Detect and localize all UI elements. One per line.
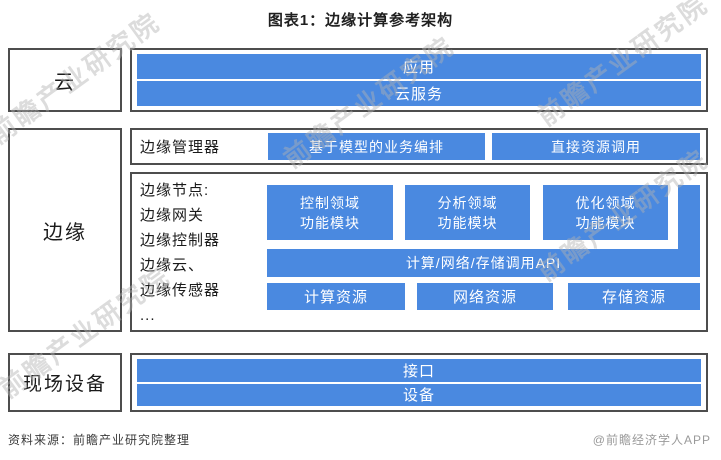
optimization-domain-module: 优化领域 功能模块 xyxy=(543,185,668,240)
credit-note: @前瞻经济学人APP xyxy=(592,433,711,447)
source-note: 资料来源：前瞻产业研究院整理 xyxy=(8,433,191,447)
module-line: 功能模块 xyxy=(300,214,360,231)
cloud-service-bar: 云服务 xyxy=(137,81,701,106)
storage-resource-box: 存储资源 xyxy=(568,283,700,310)
interface-bar: 接口 xyxy=(137,359,701,382)
field-device-content-box: 接口 设备 xyxy=(130,353,708,412)
edge-node-line: 边缘云、 xyxy=(140,257,205,274)
cloud-content-box: 应用 云服务 xyxy=(130,48,708,112)
edge-node-description: 边缘节点: 边缘网关 边缘控制器 边缘云、 边缘传感器 ... xyxy=(140,178,220,328)
edge-label-box: 边缘 xyxy=(8,128,122,332)
module-line: 分析领域 xyxy=(437,194,498,211)
cloud-label: 云 xyxy=(54,71,76,94)
edge-label: 边缘 xyxy=(43,221,87,244)
edge-node-line: 边缘控制器 xyxy=(140,232,221,249)
application-bar: 应用 xyxy=(137,54,701,79)
api-riser-strip xyxy=(678,185,700,249)
edge-node-line: 边缘传感器 xyxy=(140,282,221,299)
field-device-label-box: 现场设备 xyxy=(8,353,122,412)
cloud-label-box: 云 xyxy=(8,48,122,112)
model-orchestration-box: 基于模型的业务编排 xyxy=(268,133,485,160)
edge-node-line: 边缘网关 xyxy=(140,207,205,224)
edge-manager-box: 边缘管理器 基于模型的业务编排 直接资源调用 xyxy=(130,128,708,165)
module-line: 功能模块 xyxy=(575,214,636,231)
network-resource-box: 网络资源 xyxy=(417,283,553,310)
device-bar: 设备 xyxy=(137,383,701,406)
figure-title: 图表1：边缘计算参考架构 xyxy=(267,12,454,29)
edge-node-line: ... xyxy=(140,307,156,324)
compute-resource-box: 计算资源 xyxy=(267,283,405,310)
module-line: 功能模块 xyxy=(437,214,498,231)
edge-manager-label: 边缘管理器 xyxy=(140,139,221,156)
edge-node-line: 边缘节点: xyxy=(140,182,210,199)
control-domain-module: 控制领域 功能模块 xyxy=(267,185,393,240)
analysis-domain-module: 分析领域 功能模块 xyxy=(405,185,530,240)
edge-node-box: 边缘节点: 边缘网关 边缘控制器 边缘云、 边缘传感器 ... 控制领域 功能模… xyxy=(130,172,708,332)
module-line: 优化领域 xyxy=(575,194,636,211)
module-line: 控制领域 xyxy=(300,194,360,211)
direct-resource-call-box: 直接资源调用 xyxy=(492,133,700,160)
field-device-label: 现场设备 xyxy=(22,374,107,395)
compute-network-storage-api-bar: 计算/网络/存储调用API xyxy=(267,249,700,277)
